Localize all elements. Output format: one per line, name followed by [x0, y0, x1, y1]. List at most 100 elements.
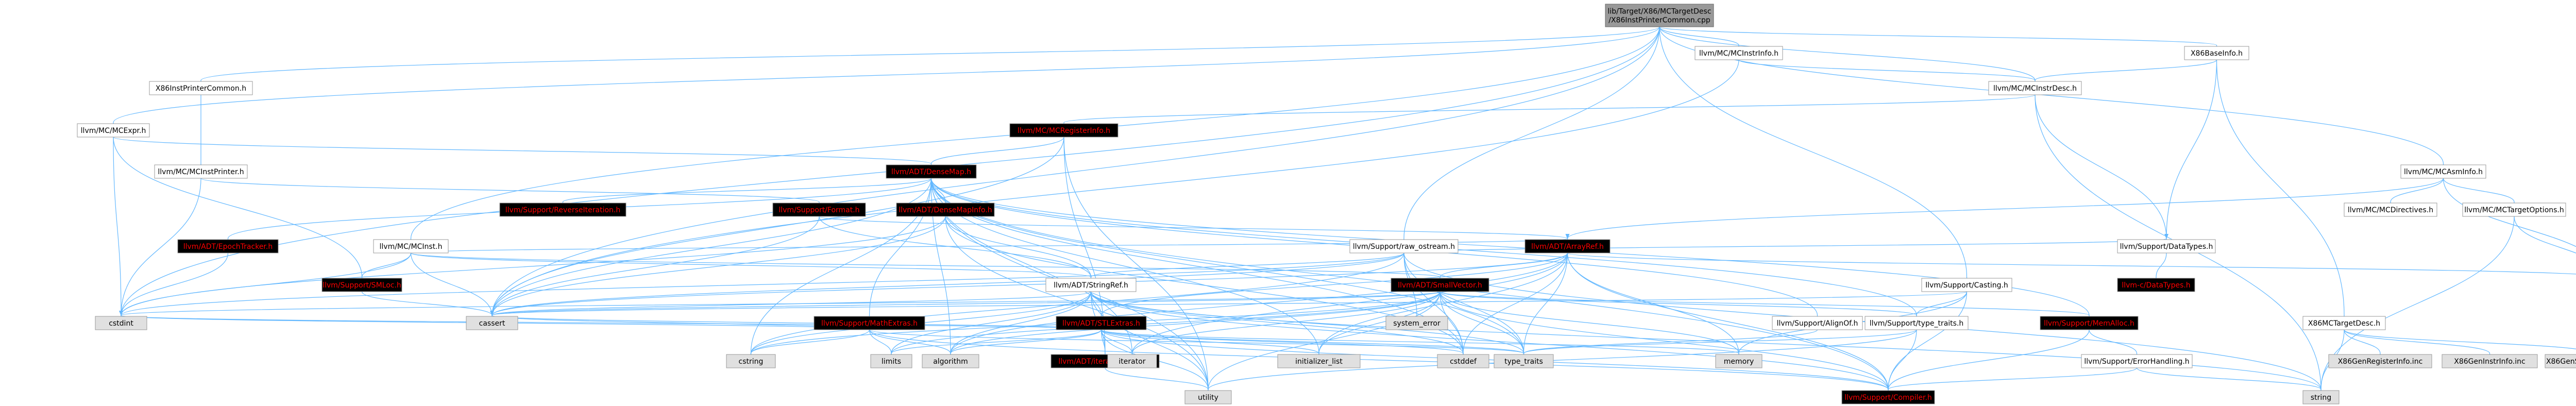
edge-smallvector-to-algorithm — [948, 291, 1440, 359]
graph-node-cstring[interactable]: cstring — [726, 354, 776, 368]
graph-node-alignof[interactable]: llvm/Support/AlignOf.h — [1772, 316, 1863, 330]
edge-casting-to-cassert — [489, 291, 1968, 320]
graph-node-casting[interactable]: llvm/Support/Casting.h — [1921, 278, 2012, 292]
graph-node-memalloc[interactable]: llvm/Support/MemAlloc.h — [2040, 316, 2139, 330]
graph-node-root[interactable]: lib/Target/X86/MCTargetDesc/X86InstPrint… — [1605, 4, 1714, 27]
node-box — [2328, 354, 2432, 368]
edge-format-to-arrayref — [819, 216, 1570, 244]
graph-node-stlextras[interactable]: llvm/ADT/STLExtras.h — [1056, 316, 1147, 330]
graph-node-errorhandling[interactable]: llvm/Support/ErrorHandling.h — [2081, 354, 2193, 368]
edge-stringref-to-type_traits — [1090, 291, 1526, 359]
graph-node-densemapinfo[interactable]: llvm/ADT/DenseMapInfo.h — [896, 202, 995, 217]
node-box — [1391, 278, 1489, 292]
graph-node-memory[interactable]: memory — [1715, 354, 1762, 368]
edge-stlextras-to-memory — [1100, 329, 1741, 359]
node-box — [1009, 123, 1118, 138]
node-label: llvm/MC/MCInst.h — [380, 243, 443, 251]
graph-node-system-error[interactable]: system_error — [1385, 316, 1448, 330]
graph-node-initializer-list[interactable]: initializer_list — [1277, 354, 1361, 368]
graph-node-string[interactable]: string — [2302, 390, 2340, 404]
graph-node-mcasminfo[interactable]: llvm/MC/MCAsmInfo.h — [2400, 164, 2486, 179]
node-box — [1437, 354, 1489, 368]
graph-node-x86genregisterinfo[interactable]: X86GenRegisterInfo.inc — [2328, 354, 2432, 368]
graph-node-smloc[interactable]: llvm/Support/SMLoc.h — [321, 278, 402, 292]
node-label: llvm/Support/ErrorHandling.h — [2084, 358, 2189, 366]
node-label: system_error — [1393, 319, 1440, 328]
edge-mcinstprinter-to-cstdint — [118, 178, 201, 320]
node-label: X86GenInstrInfo.inc — [2454, 358, 2525, 366]
node-box — [772, 202, 866, 217]
edge-stlextras-to-initializer_list — [1100, 329, 1321, 359]
edge-smallvector-to-iterator — [1130, 291, 1440, 359]
edge-mcinstprinter-to-format — [200, 178, 822, 207]
edge-densemap-to-mathextras — [867, 178, 932, 320]
edge-mcinst-to-arrayref — [410, 233, 1570, 253]
edge-smallvector-to-limits — [889, 291, 1440, 359]
graph-node-x86mctargetdesc[interactable]: X86MCTargetDesc.h — [2302, 316, 2386, 330]
edge-stlextras-to-cstddef — [1100, 329, 1466, 359]
node-label: llvm/Support/MathExtras.h — [821, 319, 918, 328]
graph-node-mcinstprinter[interactable]: llvm/MC/MCInstPrinter.h — [154, 164, 248, 179]
edge-mathextras-to-compiler — [869, 329, 1891, 395]
node-box — [886, 164, 977, 179]
graph-node-mcregisterinfo[interactable]: llvm/MC/MCRegisterInfo.h — [1009, 123, 1118, 138]
graph-node-typetraits[interactable]: llvm/Support/type_traits.h — [1865, 316, 1969, 330]
graph-node-mcinstrdesc[interactable]: llvm/MC/MCInstrDesc.h — [1988, 81, 2082, 95]
graph-node-reverseiteration[interactable]: llvm/Support/ReverseIteration.h — [499, 202, 626, 217]
graph-node-cstdint[interactable]: cstdint — [95, 316, 147, 330]
node-box — [154, 164, 248, 179]
edge-densemap-to-memalloc — [930, 178, 2092, 320]
graph-node-c-datatypes[interactable]: llvm-c/DataTypes.h — [2117, 278, 2195, 292]
edge-mcexpr-to-smloc — [113, 137, 364, 282]
graph-node-utility[interactable]: utility — [1184, 390, 1232, 404]
node-label: X86MCTargetDesc.h — [2308, 319, 2380, 328]
graph-node-cassert[interactable]: cassert — [466, 316, 518, 330]
node-box — [1277, 354, 1361, 368]
node-box — [95, 316, 147, 330]
edge-typetraits-to-type_traits — [1521, 329, 1917, 359]
node-label: llvm/ADT/StringRef.h — [1054, 281, 1128, 290]
graph-node-raw-ostream[interactable]: llvm/Support/raw_ostream.h — [1349, 239, 1459, 253]
node-box — [77, 123, 150, 138]
edge-mcinstrinfo-to-mcinstrdesc — [1738, 59, 2038, 86]
graph-node-densemap[interactable]: llvm/ADT/DenseMap.h — [886, 164, 977, 179]
edge-mathextras-to-limits — [869, 329, 894, 359]
edge-errorhandling-to-string — [2136, 367, 2324, 395]
graph-node-type-traits[interactable]: type_traits — [1494, 354, 1554, 368]
graph-node-compiler[interactable]: llvm/Support/Compiler.h — [1841, 390, 1935, 404]
node-box — [2081, 354, 2193, 368]
node-label: lib/Target/X86/MCTargetDesc — [1607, 8, 1711, 16]
graph-node-mathextras[interactable]: llvm/Support/MathExtras.h — [814, 316, 925, 330]
graph-node-mctargetoptions[interactable]: llvm/MC/MCTargetOptions.h — [2462, 202, 2566, 217]
graph-node-mcdirectives[interactable]: llvm/MC/MCDirectives.h — [2344, 202, 2437, 217]
graph-node-format[interactable]: llvm/Support/Format.h — [772, 202, 866, 217]
graph-node-x86instprintercommon-h[interactable]: X86InstPrinterCommon.h — [149, 81, 253, 95]
graph-node-algorithm[interactable]: algorithm — [922, 354, 979, 368]
graph-node-x86geninstrinfo[interactable]: X86GenInstrInfo.inc — [2442, 354, 2538, 368]
graph-node-epochtracker[interactable]: llvm/ADT/EpochTracker.h — [177, 239, 279, 253]
edge-memalloc-to-compiler — [1886, 329, 2090, 395]
graph-node-arrayref[interactable]: llvm/ADT/ArrayRef.h — [1524, 239, 1611, 253]
node-label: initializer_list — [1295, 358, 1343, 366]
node-box — [2184, 46, 2249, 60]
edge-epochtracker-to-cstdint — [118, 252, 229, 320]
graph-node-datatypes[interactable]: llvm/Support/DataTypes.h — [2117, 239, 2216, 253]
graph-node-iterator[interactable]: iterator — [1107, 354, 1157, 368]
graph-node-smallvector[interactable]: llvm/ADT/SmallVector.h — [1391, 278, 1489, 292]
edge-format-to-stringref — [819, 216, 1093, 282]
dependency-edges — [111, 26, 2576, 395]
edge-stlextras-to-cstdint — [118, 310, 1102, 330]
graph-node-mcinst[interactable]: llvm/MC/MCInst.h — [373, 239, 449, 253]
graph-node-mcinstrinfo[interactable]: llvm/MC/MCInstrInfo.h — [1694, 46, 1783, 60]
graph-node-x86gensubtargetinfo[interactable]: X86GenSubtargetInfo.inc — [2545, 354, 2576, 368]
graph-node-mcexpr[interactable]: llvm/MC/MCExpr.h — [77, 123, 150, 138]
edge-arrayref-to-vector — [1567, 252, 2576, 275]
edge-arrayref-to-stlextras — [1099, 252, 1568, 320]
node-label: X86GenRegisterInfo.inc — [2338, 358, 2423, 366]
node-label: llvm/MC/MCInstPrinter.h — [158, 168, 244, 176]
graph-node-x86baseinfo[interactable]: X86BaseInfo.h — [2184, 46, 2249, 60]
graph-node-cstddef[interactable]: cstddef — [1437, 354, 1489, 368]
graph-node-limits[interactable]: limits — [870, 354, 912, 368]
node-box — [1385, 316, 1448, 330]
graph-node-stringref[interactable]: llvm/ADT/StringRef.h — [1045, 278, 1137, 292]
